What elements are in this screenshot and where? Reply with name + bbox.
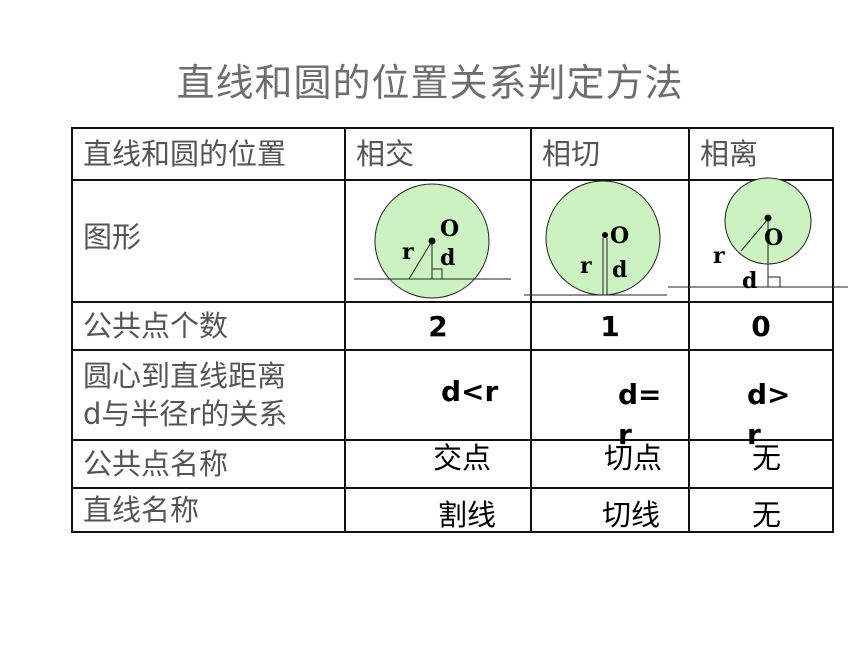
header-position: 直线和圆的位置 <box>83 137 287 171</box>
relation-intersect: d<r <box>441 375 499 408</box>
row-label-figure: 图形 <box>83 220 142 254</box>
point-name-intersect: 交点 <box>433 441 492 475</box>
tangent-distance-label: d <box>612 257 627 283</box>
separate-radius-label: r <box>713 243 725 269</box>
table-row-relation: 圆心到直线距离 d与半径r的关系 d<r d=r d>r <box>71 349 834 451</box>
row-label-relation-line1: 圆心到直线距离 <box>83 359 287 393</box>
intersect-right-angle-mark <box>432 268 443 279</box>
tangent-radius-label: r <box>580 253 592 279</box>
row-label-point-name: 公共点名称 <box>83 447 229 481</box>
separate-radius-line <box>740 218 769 252</box>
line-name-intersect: 割线 <box>438 498 497 532</box>
separate-distance-label: d <box>742 268 757 294</box>
table-row-common-points: 公共点个数 2 1 0 <box>71 301 834 351</box>
tangent-center-dot <box>602 232 608 238</box>
intersect-center-label: O <box>440 216 459 242</box>
intersect-radius-label: r <box>402 239 414 265</box>
header-intersect: 相交 <box>356 137 415 171</box>
table-row-line-name: 直线名称 割线 切线 无 <box>71 487 834 533</box>
header-tangent: 相切 <box>542 137 601 171</box>
table-row-point-name: 公共点名称 交点 切点 无 <box>71 439 834 489</box>
separate-diagram: O r d <box>668 177 848 294</box>
tangent-center-label: O <box>610 223 629 249</box>
tangent-diagram: O r d <box>524 180 667 296</box>
intersect-distance-label: d <box>440 245 455 271</box>
line-name-tangent: 切线 <box>602 498 661 532</box>
common-points-separate: 0 <box>751 310 771 343</box>
page-title: 直线和圆的位置关系判定方法 <box>176 61 684 105</box>
header-separate: 相离 <box>700 137 759 171</box>
relation-separate: d>r <box>747 378 791 451</box>
intersect-radius-line <box>408 240 433 280</box>
point-name-separate: 无 <box>752 441 782 475</box>
row-label-line-name: 直线名称 <box>83 493 200 527</box>
table-row-figure: 图形 O r d O <box>71 177 848 303</box>
row-label-relation-line2: d与半径r的关系 <box>83 397 288 431</box>
intersect-center-dot <box>428 237 436 245</box>
common-points-intersect: 2 <box>428 310 448 343</box>
common-points-tangent: 1 <box>600 310 620 343</box>
separate-right-angle-mark <box>768 276 781 287</box>
intersect-diagram: O r d <box>354 183 511 299</box>
separate-center-label: O <box>764 225 783 251</box>
separate-center-dot <box>764 214 772 222</box>
point-name-tangent: 切点 <box>604 441 663 475</box>
row-label-common-points: 公共点个数 <box>83 309 229 343</box>
table-header-row: 直线和圆的位置 相交 相切 相离 <box>71 127 834 181</box>
method-table: 直线和圆的位置 相交 相切 相离 图形 O r d <box>71 127 848 533</box>
line-name-separate: 无 <box>752 498 782 532</box>
